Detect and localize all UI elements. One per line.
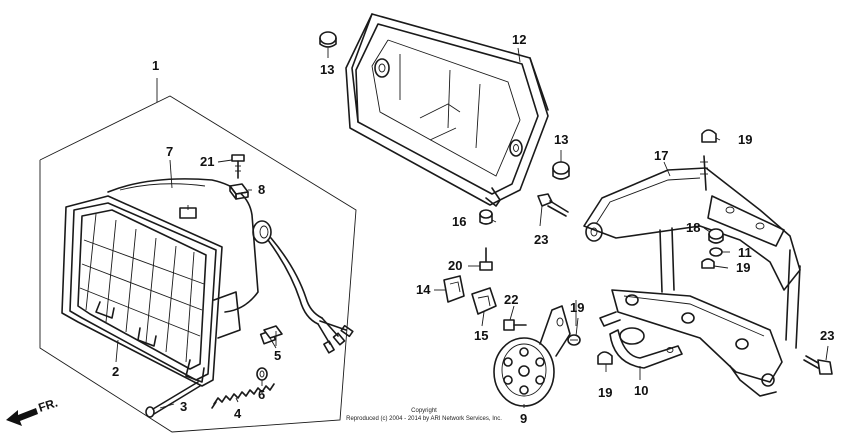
assembly-group-outline (39, 78, 357, 433)
screw-21 (231, 154, 245, 179)
clamp-10 (609, 327, 683, 369)
headlight-unit (61, 178, 354, 387)
callout-17: 17 (654, 148, 668, 163)
collar-16 (479, 209, 493, 225)
callout-1: 1 (152, 58, 159, 73)
collar-11 (709, 247, 723, 257)
callout-5: 5 (274, 348, 281, 363)
grommet-13-top (319, 31, 337, 48)
callout-3: 3 (180, 399, 187, 414)
clip-14 (443, 275, 465, 303)
callout-19-top: 19 (738, 132, 752, 147)
callout-16: 16 (452, 214, 466, 229)
callout-9: 9 (520, 411, 527, 426)
front-arrow-icon (6, 408, 38, 426)
bolt-23-right (803, 355, 833, 375)
nut-8 (229, 183, 249, 200)
screw-3 (145, 381, 201, 418)
grommet-13-right (552, 161, 570, 180)
nut-19-horn (567, 334, 581, 346)
grommet-6 (256, 367, 268, 381)
callout-21: 21 (200, 154, 214, 169)
callout-12: 12 (512, 32, 526, 47)
callout-10: 10 (634, 383, 648, 398)
bolt-22 (503, 319, 527, 331)
callout-22: 22 (504, 292, 518, 307)
copyright-notice: Copyright Reproduced (c) 2004 - 2014 by … (346, 408, 502, 422)
callout-13-top: 13 (320, 62, 334, 77)
spring-4 (211, 383, 275, 409)
lens-pattern (79, 213, 205, 363)
callout-labels: 1 2 3 4 5 6 7 8 9 10 11 12 13 13 14 15 1… (112, 32, 834, 426)
bolt-23-center (537, 193, 569, 217)
headlight-stay-17 (583, 155, 801, 397)
nut-5 (263, 325, 283, 346)
callout-19-horn: 19 (570, 300, 584, 315)
callout-11: 11 (738, 245, 752, 260)
headlight-case (345, 13, 549, 207)
horn-9 (493, 305, 571, 407)
copyright-line-1: Copyright (411, 408, 437, 414)
callout-18: 18 (686, 220, 700, 235)
front-direction-indicator: FR. (6, 396, 59, 426)
callout-15: 15 (474, 328, 488, 343)
leader-lines (115, 47, 829, 409)
callout-19-mid: 19 (736, 260, 750, 275)
callout-2: 2 (112, 364, 119, 379)
copyright-line-2: Reproduced (c) 2004 - 2014 by ARI Networ… (346, 416, 502, 422)
callout-13-right: 13 (554, 132, 568, 147)
callout-19-bottom: 19 (598, 385, 612, 400)
clip-15 (471, 287, 497, 315)
callout-4: 4 (234, 406, 242, 421)
callout-6: 6 (258, 387, 265, 402)
nut-19-mid (701, 258, 715, 269)
callout-7: 7 (166, 144, 173, 159)
callout-14: 14 (416, 282, 431, 297)
nut-19-top (701, 129, 717, 143)
horn-grille (503, 347, 545, 395)
callout-23-right: 23 (820, 328, 834, 343)
callout-23-center: 23 (534, 232, 548, 247)
callout-20: 20 (448, 258, 462, 273)
cap-19-bottom (597, 351, 613, 365)
front-direction-label: FR. (37, 396, 60, 415)
rubber-18 (708, 228, 724, 244)
bolt-20 (479, 247, 493, 271)
callout-8: 8 (258, 182, 265, 197)
